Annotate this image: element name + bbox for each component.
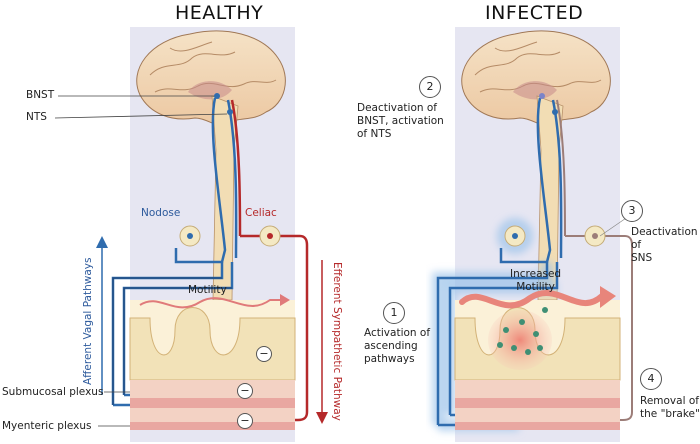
pathogens bbox=[497, 307, 548, 355]
nts-leader bbox=[54, 113, 228, 119]
healthy-gut-wall bbox=[129, 300, 296, 430]
infected-gut-wall bbox=[454, 300, 621, 430]
step-3-line-2: SNS bbox=[631, 252, 653, 264]
inhibit-symbol-1: − bbox=[256, 346, 272, 362]
step-1-line-2: ascending bbox=[364, 340, 418, 352]
celiac-ganglion bbox=[259, 225, 281, 247]
step-4-line-1: Removal of bbox=[640, 395, 699, 407]
bnst-label: BNST bbox=[26, 89, 55, 101]
nodose-label: Nodose bbox=[141, 207, 181, 219]
infected-title: INFECTED bbox=[485, 2, 584, 24]
healthy-title: HEALTHY bbox=[175, 2, 264, 24]
step-1-badge: 1 bbox=[383, 302, 405, 324]
increased-motility-line-2: Motility bbox=[516, 281, 555, 293]
increased-motility-label: Increased Motility bbox=[510, 268, 561, 294]
nts-label: NTS bbox=[26, 111, 47, 123]
inhibit-symbol-3: − bbox=[237, 413, 253, 429]
step-2-text: Deactivation of BNST, activation of NTS bbox=[357, 102, 444, 141]
step-4-line-2: the "brake" bbox=[640, 408, 700, 420]
healthy-panel bbox=[54, 27, 328, 442]
efferent-label: Efferent Sympathetic Pathway bbox=[331, 262, 343, 421]
infected-celiac-ganglion bbox=[584, 225, 606, 247]
step-3-badge: 3 bbox=[621, 200, 643, 222]
step-2-line-3: of NTS bbox=[357, 128, 392, 140]
myenteric-label: Myenteric plexus bbox=[2, 420, 92, 432]
step-3-line-1: Deactivation of bbox=[631, 226, 698, 251]
nts-node bbox=[227, 109, 233, 115]
step-4-badge: 4 bbox=[640, 368, 662, 390]
submucosal-label: Submucosal plexus bbox=[2, 386, 104, 398]
infected-nodose-ganglion bbox=[504, 225, 526, 247]
bnst-node bbox=[214, 93, 220, 99]
healthy-vagal-afferent-dark bbox=[112, 277, 232, 405]
step-1-text: Activation of ascending pathways bbox=[364, 327, 430, 366]
healthy-motility-wave bbox=[139, 297, 280, 309]
afferent-label: Afferent Vagal Pathways bbox=[82, 257, 94, 385]
step-1-line-3: pathways bbox=[364, 353, 415, 365]
infected-brain bbox=[461, 30, 611, 301]
step-1-line-1: Activation of bbox=[364, 327, 431, 339]
inflammation-zone bbox=[488, 310, 552, 370]
motility-label: Motility bbox=[188, 284, 227, 296]
nodose-ganglion bbox=[179, 225, 201, 247]
celiac-label: Celiac bbox=[245, 207, 277, 219]
inhibit-symbol-2: − bbox=[237, 383, 253, 399]
step-3-text: Deactivation of SNS bbox=[631, 226, 700, 265]
infected-bnst-node bbox=[539, 93, 545, 99]
increased-motility-line-1: Increased bbox=[510, 268, 562, 280]
step-2-badge: 2 bbox=[419, 76, 441, 98]
healthy-motility-arrowhead bbox=[280, 294, 290, 306]
step-2-line-2: BNST, activation bbox=[357, 115, 444, 127]
increased-motility-arrowhead bbox=[600, 286, 616, 308]
infected-panel bbox=[432, 27, 633, 442]
infected-nts-node bbox=[552, 109, 558, 115]
step-4-text: Removal of the "brake" bbox=[640, 395, 700, 421]
increased-motility-wave bbox=[459, 290, 605, 309]
step-2-line-1: Deactivation of bbox=[357, 102, 438, 114]
